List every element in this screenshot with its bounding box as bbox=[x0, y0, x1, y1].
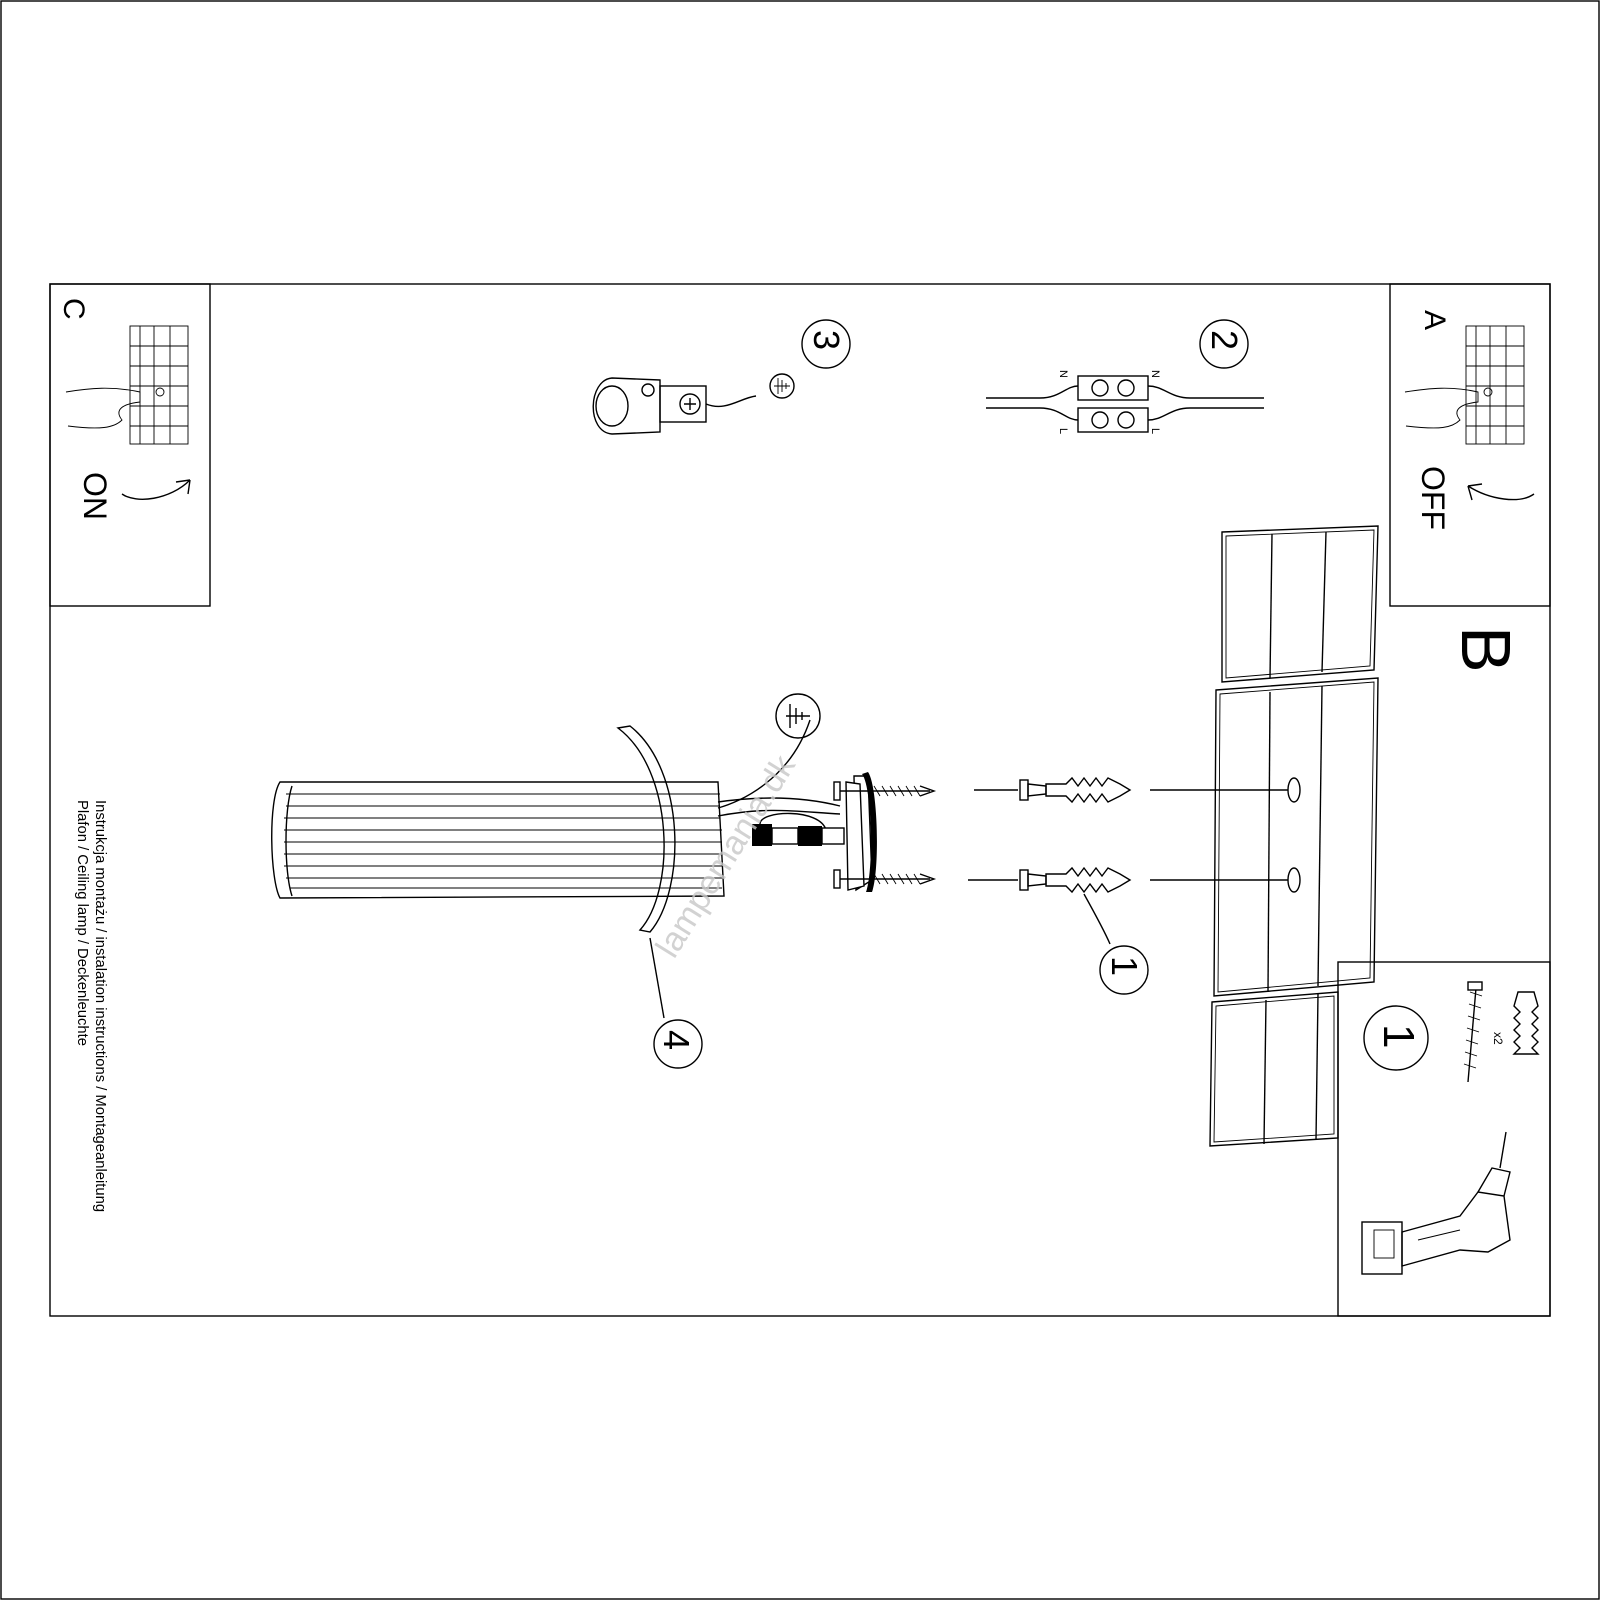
step-2-label: 2 bbox=[1204, 330, 1245, 350]
screw-icon bbox=[833, 869, 937, 889]
step-3-label: 3 bbox=[806, 330, 847, 350]
wall-plugs: 1 bbox=[968, 776, 1288, 995]
screw-icon bbox=[1463, 981, 1483, 1083]
switch-hand-icon bbox=[1404, 325, 1525, 445]
title-block: Instrukcja montażu / instalation instruc… bbox=[74, 800, 108, 1212]
curved-arrow-icon bbox=[121, 479, 191, 500]
ground-connector: 3 bbox=[592, 319, 851, 435]
ceiling bbox=[1209, 525, 1379, 1147]
screw-icon bbox=[833, 781, 937, 801]
wall-plug-icon bbox=[1512, 991, 1540, 1055]
step-1-label: 1 bbox=[1104, 956, 1145, 976]
terminal-n-right: N bbox=[1149, 370, 1161, 378]
title-line-2: Plafon / Ceiling lamp / Deckenleuchte bbox=[74, 800, 90, 1046]
watermark: lampemania.dk bbox=[649, 748, 804, 965]
panel-c-label: C bbox=[57, 298, 90, 320]
kit-step-number: 1 bbox=[1374, 1024, 1423, 1048]
drill-icon bbox=[1361, 1131, 1511, 1275]
kit-panel: 1 x2 bbox=[1337, 961, 1551, 1317]
mounting-plate bbox=[833, 772, 937, 892]
lamp-wiring bbox=[717, 693, 845, 846]
curved-arrow-icon bbox=[1467, 485, 1535, 501]
panel-a: A OFF bbox=[1389, 283, 1551, 607]
kit-quantity: x2 bbox=[1491, 1032, 1505, 1045]
title-line-1: Instrukcja montażu / instalation instruc… bbox=[92, 800, 108, 1212]
panel-a-state: OFF bbox=[1415, 466, 1451, 530]
switch-hand-icon bbox=[65, 325, 189, 445]
terminal-l-right: L bbox=[1149, 428, 1161, 434]
terminal-l-left: L bbox=[1057, 428, 1069, 434]
terminal-n-left: N bbox=[1057, 370, 1069, 378]
panel-c: C ON bbox=[49, 283, 211, 607]
drill-hole bbox=[1287, 867, 1301, 893]
lamp-body bbox=[271, 781, 725, 899]
drill-hole bbox=[1287, 777, 1301, 803]
diagram-frame bbox=[49, 283, 1551, 1317]
terminal-block: 2 N N L L bbox=[986, 319, 1264, 434]
panel-b-label: B bbox=[1447, 626, 1525, 673]
panel-a-label: A bbox=[1418, 310, 1451, 330]
ring: 4 bbox=[616, 725, 703, 1069]
panel-c-state: ON bbox=[77, 472, 113, 520]
ground-symbol-icon bbox=[775, 693, 821, 739]
step-4-label: 4 bbox=[656, 1030, 697, 1050]
ground-symbol-icon bbox=[769, 373, 795, 399]
